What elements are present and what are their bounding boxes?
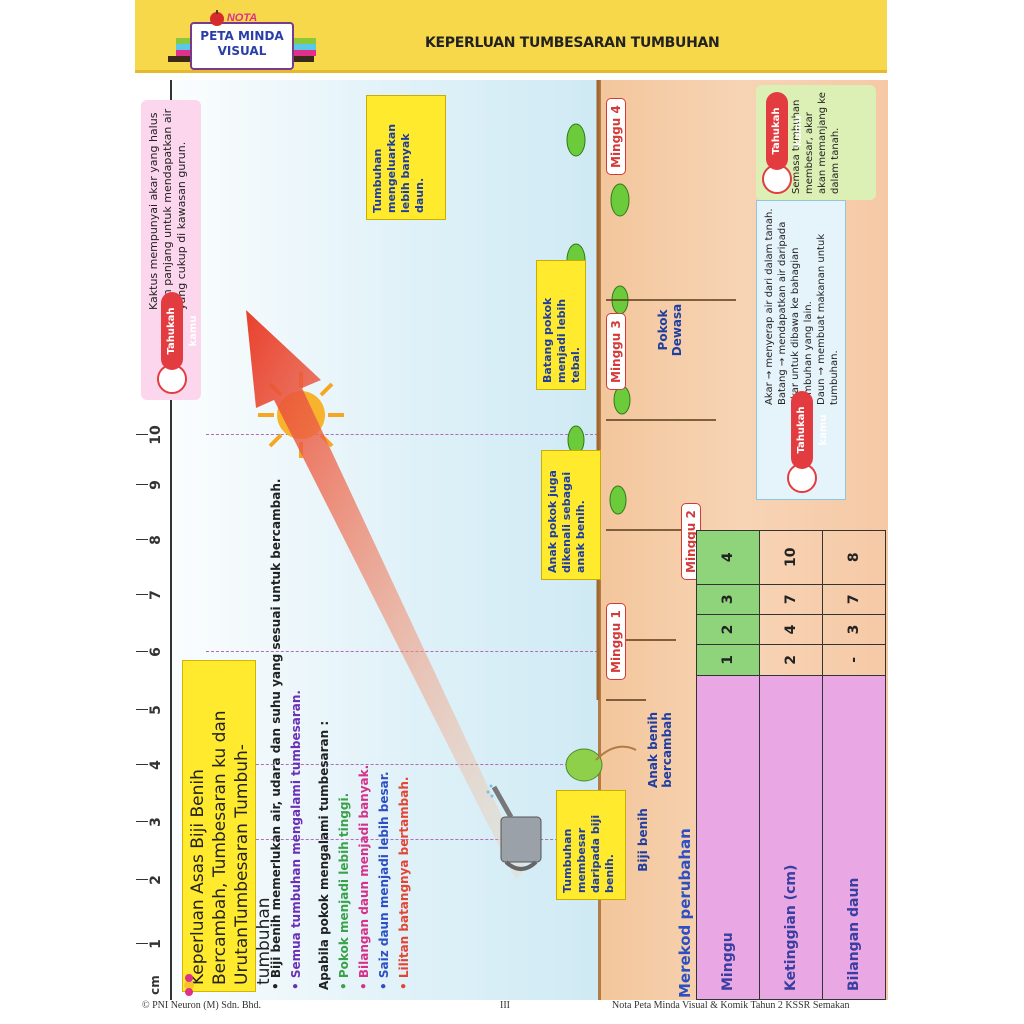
- sprout-icon: [565, 745, 637, 782]
- label-pokok-dewasa: Pokok Dewasa: [656, 303, 684, 357]
- tahukah-badge: Tahukah kamu: [766, 92, 804, 170]
- callout-daun: Tumbuhan mengeluarkan lebih banyak daun.: [366, 95, 446, 220]
- footer-copyright: © PNI Neuron (M) Sdn. Bhd.: [142, 1000, 261, 1011]
- table-cell: 1: [696, 644, 760, 676]
- table-cell: 3: [822, 614, 886, 645]
- table-title: Merekod perubahan: [676, 828, 694, 998]
- table-cell: 7: [759, 584, 823, 615]
- watering-can-icon: [486, 784, 542, 871]
- logo-line-1: PETA MINDA: [200, 29, 284, 43]
- logo-nota: NOTA: [226, 12, 258, 24]
- table-row: Minggu 1 2 3 4: [696, 530, 760, 1000]
- tahukah-badge: Tahukah kamu: [791, 391, 829, 469]
- label-anak-bercambah: Anak benih bercambah: [646, 712, 674, 789]
- table-row: Ketinggian (cm) 2 4 7 10: [759, 530, 823, 1000]
- footer-book-title: Nota Peta Minda Visual & Komik Tahun 2 K…: [612, 1000, 850, 1011]
- table-cell: 4: [759, 614, 823, 645]
- table-cell: 2: [759, 644, 823, 676]
- rotated-content: cm 1 2 3 4 5 6 7 8 9 10 Keperluan Asas B…: [136, 80, 888, 1000]
- info-roots: Tahukah kamu Semasa tumbuhan membesar, a…: [756, 85, 876, 200]
- info-part-akar: Akar → menyerap air dari dalam tanah.: [764, 208, 775, 405]
- info-roots-header: Tahukah kamu: [762, 91, 804, 194]
- logo: NOTA PETA MINDA VISUAL: [168, 8, 316, 70]
- table-cell: 7: [822, 584, 886, 615]
- apple-icon: [210, 10, 224, 26]
- page-title: KEPERLUAN TUMBESARAN TUMBUHAN: [425, 35, 720, 51]
- info-part-batang: Batang → mendapatkan air daripada akar u…: [777, 221, 814, 405]
- table-cell: 3: [696, 584, 760, 615]
- callout-batang: Batang pokok menjadi lebih tebal.: [536, 260, 586, 390]
- record-table: Minggu 1 2 3 4 Ketinggian (cm) 2 4 7 10 …: [696, 530, 886, 1000]
- callout-biji-benih: Tumbuhan membesar daripada biji benih.: [556, 790, 626, 900]
- flower-icon: [184, 974, 194, 996]
- logo-line-2: VISUAL: [217, 44, 267, 58]
- label-biji-benih: Biji benih: [636, 808, 650, 872]
- info-plant-parts: Tahukah kamu Akar → menyerap air dari da…: [756, 200, 846, 500]
- row-header-minggu: Minggu: [696, 675, 760, 1000]
- week-badge-1: Minggu 1: [606, 603, 626, 680]
- week-badge-3: Minggu 3: [606, 313, 626, 390]
- table-cell: 2: [696, 614, 760, 645]
- info-part-daun: Daun → membuat makanan untuk tumbuhan.: [816, 233, 840, 405]
- main-panel: cm 1 2 3 4 5 6 7 8 9 10 Keperluan Asas B…: [136, 80, 888, 1000]
- row-header-bilangan-daun: Bilangan daun: [822, 675, 886, 1000]
- row-header-ketinggian: Ketinggian (cm): [759, 675, 823, 1000]
- week-badge-4: Minggu 4: [606, 98, 626, 175]
- table-cell: -: [822, 644, 886, 676]
- table-row: Bilangan daun - 3 7 8: [822, 530, 886, 1000]
- table-cell: 10: [759, 530, 823, 585]
- table-cell: 4: [696, 530, 760, 585]
- footer-page-number: III: [500, 1000, 510, 1011]
- table-cell: 8: [822, 530, 886, 585]
- growth-arrow: [246, 310, 526, 880]
- callout-anak-pokok: Anak pokok juga dikenali sebagai anak be…: [541, 450, 601, 580]
- logo-card: NOTA PETA MINDA VISUAL: [190, 12, 294, 70]
